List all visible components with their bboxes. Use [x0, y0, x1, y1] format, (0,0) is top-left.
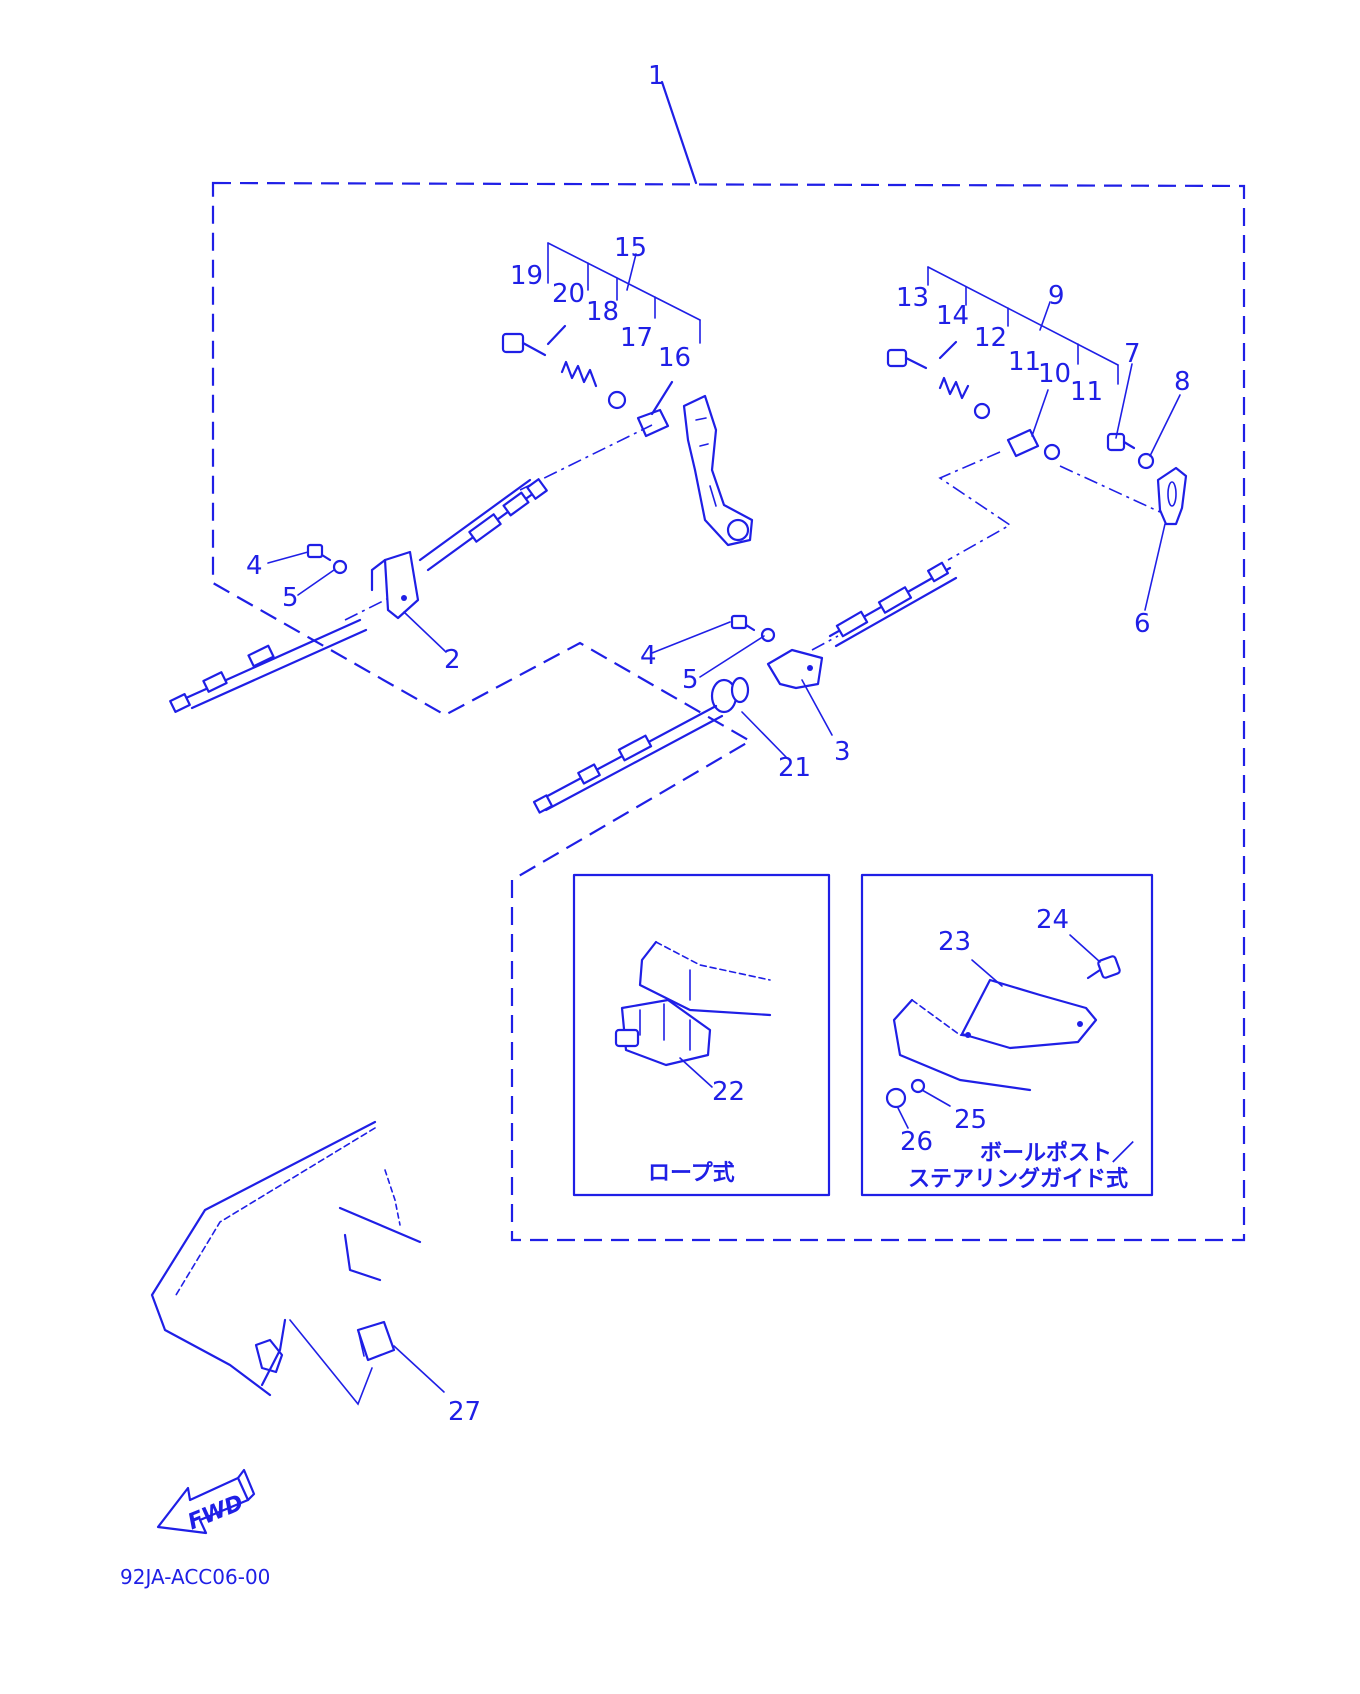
spring-18 — [560, 360, 598, 388]
grommet-21 — [710, 676, 750, 714]
joint-16 — [636, 380, 674, 438]
bolt-4-right — [730, 614, 756, 632]
callout-16: 16 — [658, 343, 691, 373]
callout-18: 18 — [586, 297, 619, 327]
washer-8 — [1137, 452, 1155, 470]
part-group-9 — [927, 266, 1119, 385]
callout-13: 13 — [896, 283, 929, 313]
pin-14 — [938, 340, 958, 360]
cable-lower — [532, 704, 724, 814]
fwd-arrow-icon — [156, 1468, 256, 1535]
callout-6: 6 — [1134, 609, 1151, 639]
callout-15: 15 — [614, 233, 647, 263]
drawing-reference-code: 92JA-ACC06-00 — [120, 1565, 270, 1589]
callout-25: 25 — [954, 1105, 987, 1135]
nut-26 — [885, 1087, 907, 1109]
cable-centerline-right-6 — [1059, 465, 1161, 513]
callout-20: 20 — [552, 279, 585, 309]
cable-left-upper — [418, 478, 548, 572]
bolt-13 — [886, 348, 928, 370]
washer-5-right — [760, 627, 776, 643]
callout-27: 27 — [448, 1397, 481, 1427]
callout-11-upper: 11 — [1008, 347, 1041, 377]
bolt-24 — [1086, 955, 1121, 980]
callout-26: 26 — [900, 1127, 933, 1157]
rope-hull-drawing — [638, 940, 772, 1017]
inset-ballpost-box — [860, 873, 1154, 1197]
callout-4-right: 4 — [640, 641, 657, 671]
control-lever-bracket — [682, 394, 754, 547]
callout-19: 19 — [510, 261, 543, 291]
callout-leaders — [267, 363, 1181, 1393]
callout-2: 2 — [444, 645, 461, 675]
callout-1: 1 — [648, 61, 665, 91]
callout-21: 21 — [778, 753, 811, 783]
callout-8: 8 — [1174, 367, 1191, 397]
callout-10: 10 — [1038, 359, 1071, 389]
cable-centerline-right-upper — [938, 451, 1012, 561]
callout-23: 23 — [938, 927, 971, 957]
callout-9: 9 — [1048, 281, 1065, 311]
washer-25 — [910, 1078, 926, 1094]
lever-6 — [1156, 466, 1188, 526]
cable-centerline-upper — [519, 424, 653, 491]
callout-11-lower: 11 — [1070, 377, 1103, 407]
callout-3: 3 — [834, 737, 851, 767]
ballpost-caption-line1: ボールポスト／ — [980, 1140, 1134, 1166]
cable-centerline-right-mid — [811, 635, 839, 651]
callout-22: 22 — [712, 1077, 745, 1107]
bracket-3 — [766, 648, 824, 690]
guide-23 — [960, 978, 1098, 1050]
pad-27 — [356, 1320, 396, 1362]
rope-hook-22 — [614, 998, 712, 1067]
callout-5-left: 5 — [282, 583, 299, 613]
callout-12: 12 — [974, 323, 1007, 353]
callout-7: 7 — [1124, 339, 1141, 369]
callout-4-left: 4 — [246, 551, 263, 581]
part-group-15 — [547, 242, 701, 344]
spring-12 — [938, 376, 970, 400]
callout-5-right: 5 — [682, 665, 699, 695]
hull-drawing — [150, 1120, 422, 1397]
rope-type-caption: ロープ式 — [648, 1161, 735, 1186]
callout-1-leader — [660, 80, 698, 185]
callout-27-leader-v — [289, 1319, 373, 1406]
inset-rope-box — [572, 873, 831, 1197]
cable-right — [828, 561, 958, 648]
bolt-7 — [1106, 432, 1136, 452]
cable-left-lower — [169, 618, 368, 713]
joint-10 — [1006, 428, 1040, 458]
bracket-2 — [370, 550, 420, 620]
pin-20 — [546, 324, 567, 346]
bolt-4-left — [306, 543, 332, 562]
washer-11-lower — [1043, 443, 1061, 461]
washer-11-upper — [973, 402, 991, 420]
washer-5-left — [332, 559, 348, 575]
bolt-19 — [501, 332, 547, 357]
callout-17: 17 — [620, 323, 653, 353]
ballpost-caption-line2: ステアリングガイド式 — [908, 1166, 1128, 1192]
callout-24: 24 — [1036, 905, 1069, 935]
callout-14: 14 — [936, 301, 969, 331]
washer-17 — [607, 390, 627, 410]
